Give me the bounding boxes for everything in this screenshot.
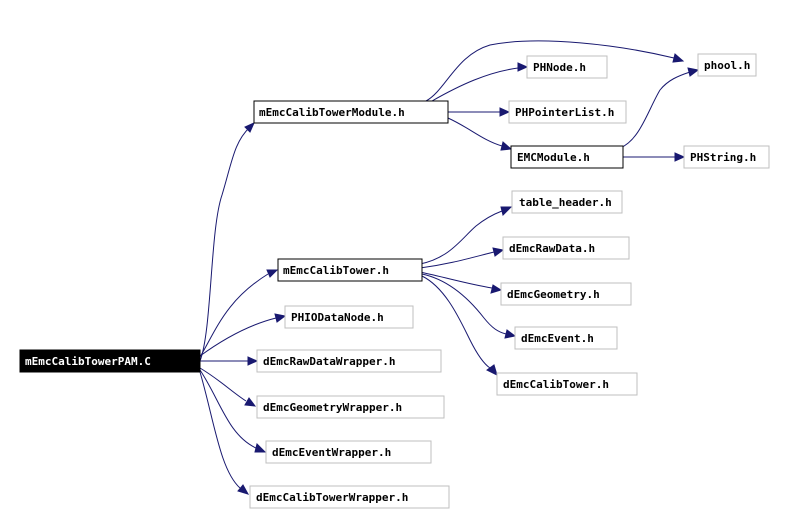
node-emcmodule[interactable]: EMCModule.h <box>510 145 624 169</box>
node-root[interactable]: mEmcCalibTowerPAM.C <box>19 349 201 373</box>
edge-calib-tower-to-table-header <box>419 210 503 265</box>
edge-root-to-geometry-wrapper <box>199 367 247 402</box>
node-geometry-wrapper-label: dEmcGeometryWrapper.h <box>263 401 402 414</box>
node-phpointerlist-box <box>508 100 627 124</box>
node-event-label: dEmcEvent.h <box>521 332 594 345</box>
node-calib-tower-table[interactable]: dEmcCalibTower.h <box>496 372 638 396</box>
node-geometry-wrapper-box <box>256 395 445 419</box>
node-calib-tower-box <box>277 258 423 282</box>
edge-calib-tower-module-to-phnode <box>431 67 519 102</box>
node-event-wrapper[interactable]: dEmcEventWrapper.h <box>265 440 432 464</box>
node-phio-data-node-box <box>284 305 414 329</box>
node-table-header-label: table_header.h <box>519 196 612 209</box>
arrowhead <box>254 443 267 453</box>
node-calib-tower-wrapper[interactable]: dEmcCalibTowerWrapper.h <box>249 485 450 509</box>
arrowhead <box>266 269 279 278</box>
node-calib-tower-wrapper-box <box>249 485 450 509</box>
node-event-wrapper-box <box>265 440 432 464</box>
arrowhead <box>500 141 513 151</box>
node-phio-data-node[interactable]: PHIODataNode.h <box>284 305 414 329</box>
edge-root-to-calib-tower-wrapper <box>199 371 241 489</box>
node-calib-tower-module[interactable]: mEmcCalibTowerModule.h <box>253 100 449 124</box>
node-phool-label: phool.h <box>704 59 750 72</box>
node-calib-tower-label: mEmcCalibTower.h <box>283 264 389 277</box>
edge-root-to-calib-tower <box>199 273 269 358</box>
arrowhead <box>674 152 686 162</box>
nodes: mEmcCalibTowerPAM.C mEmcCalibTowerModule… <box>19 53 770 509</box>
node-root-label: mEmcCalibTowerPAM.C <box>25 355 151 368</box>
node-table-header-box <box>511 190 623 214</box>
arrowhead <box>274 313 287 323</box>
node-geometry[interactable]: dEmcGeometry.h <box>500 282 632 306</box>
node-phpointerlist-label: PHPointerList.h <box>515 106 614 119</box>
edge-calib-tower-module-to-phool <box>425 40 675 102</box>
edge-root-to-calib-tower-module <box>199 126 251 362</box>
arrowhead <box>244 122 255 133</box>
edge-root-to-phio-data-node <box>199 317 277 357</box>
node-phstring[interactable]: PHString.h <box>683 145 770 169</box>
node-raw-data-wrapper[interactable]: dEmcRawDataWrapper.h <box>256 349 442 373</box>
node-calib-tower-module-label: mEmcCalibTowerModule.h <box>259 106 405 119</box>
arrowhead <box>492 247 505 257</box>
node-root-box <box>19 349 201 373</box>
arrowhead <box>490 284 503 294</box>
node-phstring-box <box>683 145 770 169</box>
node-event[interactable]: dEmcEvent.h <box>514 326 618 350</box>
node-phpointerlist[interactable]: PHPointerList.h <box>508 100 627 124</box>
node-phool-box <box>697 53 757 77</box>
arrowhead <box>499 107 511 117</box>
node-event-wrapper-label: dEmcEventWrapper.h <box>272 446 391 459</box>
edge-calib-tower-to-raw-data <box>419 251 495 269</box>
arrowhead <box>244 397 257 407</box>
arrowhead <box>486 364 498 376</box>
node-geometry-wrapper[interactable]: dEmcGeometryWrapper.h <box>256 395 445 419</box>
arrowhead <box>237 484 250 495</box>
edge-emcmodule-to-phool <box>619 71 691 149</box>
arrowhead <box>517 62 529 72</box>
node-emcmodule-label: EMCModule.h <box>517 151 590 164</box>
node-event-box <box>514 326 618 350</box>
edge-calib-tower-module-to-emcmodule <box>447 117 503 147</box>
arrowhead <box>672 53 685 63</box>
node-phnode-label: PHNode.h <box>533 61 586 74</box>
arrowhead <box>500 206 513 216</box>
node-calib-tower-module-box <box>253 100 449 124</box>
node-calib-tower-table-label: dEmcCalibTower.h <box>503 378 609 391</box>
node-phnode-box <box>526 55 608 79</box>
node-raw-data-wrapper-box <box>256 349 442 373</box>
arrowhead <box>687 67 700 77</box>
node-calib-tower[interactable]: mEmcCalibTower.h <box>277 258 423 282</box>
node-phstring-label: PHString.h <box>690 151 756 164</box>
node-phio-data-node-label: PHIODataNode.h <box>291 311 384 324</box>
node-phnode[interactable]: PHNode.h <box>526 55 608 79</box>
arrowhead <box>247 356 259 366</box>
edges <box>199 40 700 495</box>
node-raw-data-label: dEmcRawData.h <box>509 242 595 255</box>
node-phool[interactable]: phool.h <box>697 53 757 77</box>
edge-calib-tower-to-calib-tower-table <box>421 275 491 369</box>
node-raw-data-box <box>502 236 630 260</box>
node-calib-tower-table-box <box>496 372 638 396</box>
node-geometry-label: dEmcGeometry.h <box>507 288 600 301</box>
arrowhead <box>504 329 517 339</box>
node-calib-tower-wrapper-label: dEmcCalibTowerWrapper.h <box>256 491 408 504</box>
node-raw-data[interactable]: dEmcRawData.h <box>502 236 630 260</box>
edge-root-to-event-wrapper <box>199 369 257 449</box>
edge-calib-tower-to-event <box>421 273 507 335</box>
edge-calib-tower-to-geometry <box>419 271 493 289</box>
node-geometry-box <box>500 282 632 306</box>
node-emcmodule-box <box>510 145 624 169</box>
node-raw-data-wrapper-label: dEmcRawDataWrapper.h <box>263 355 395 368</box>
node-table-header[interactable]: table_header.h <box>511 190 623 214</box>
